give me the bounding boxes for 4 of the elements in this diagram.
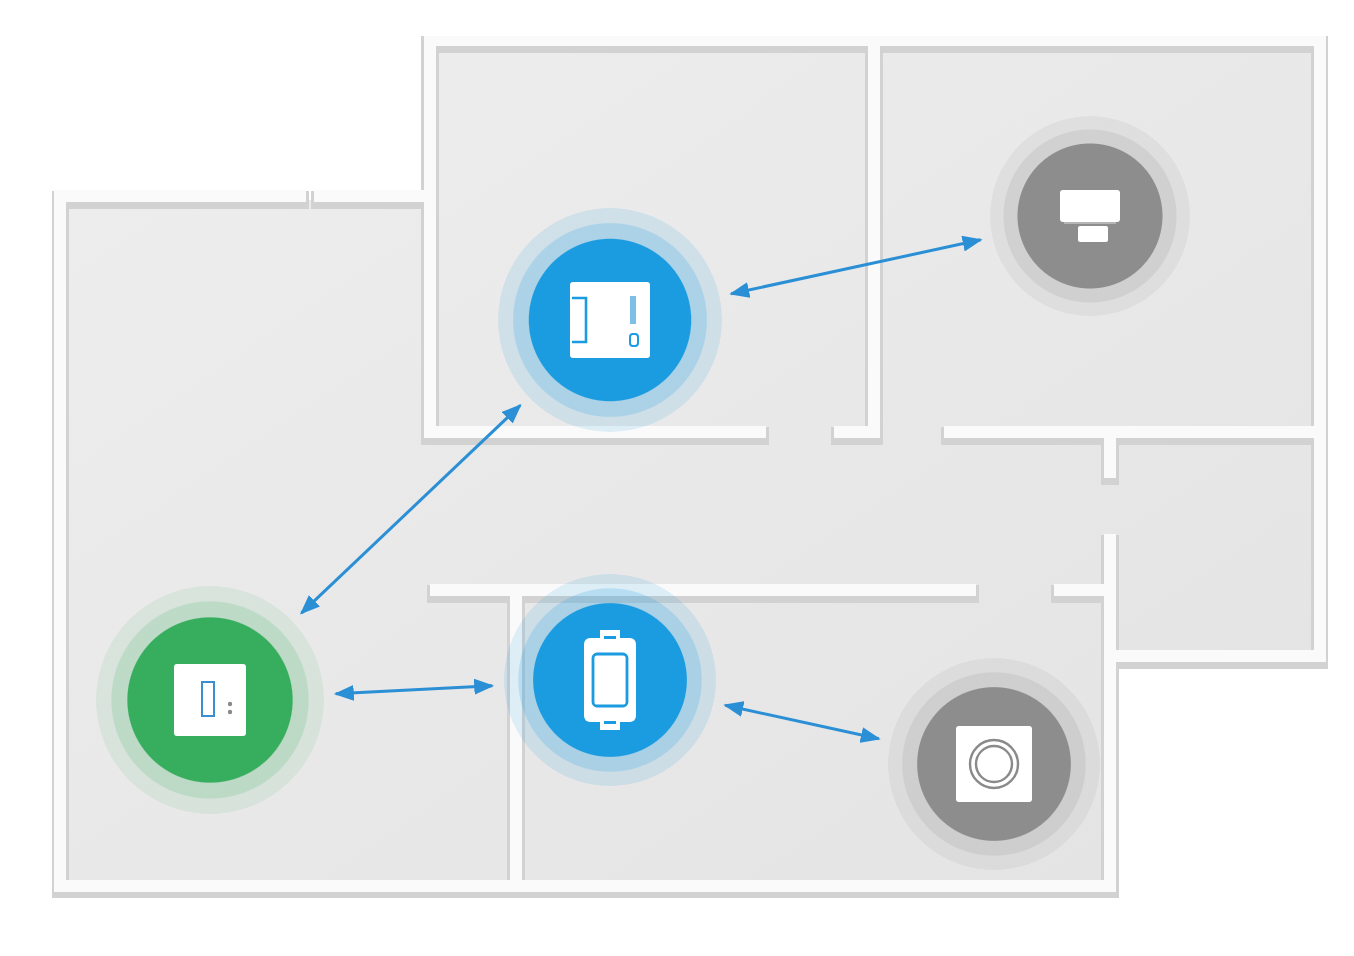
double-arrow [333,678,495,701]
double-arrow [299,404,522,615]
double-arrow [723,701,881,743]
double-arrow [729,235,983,298]
